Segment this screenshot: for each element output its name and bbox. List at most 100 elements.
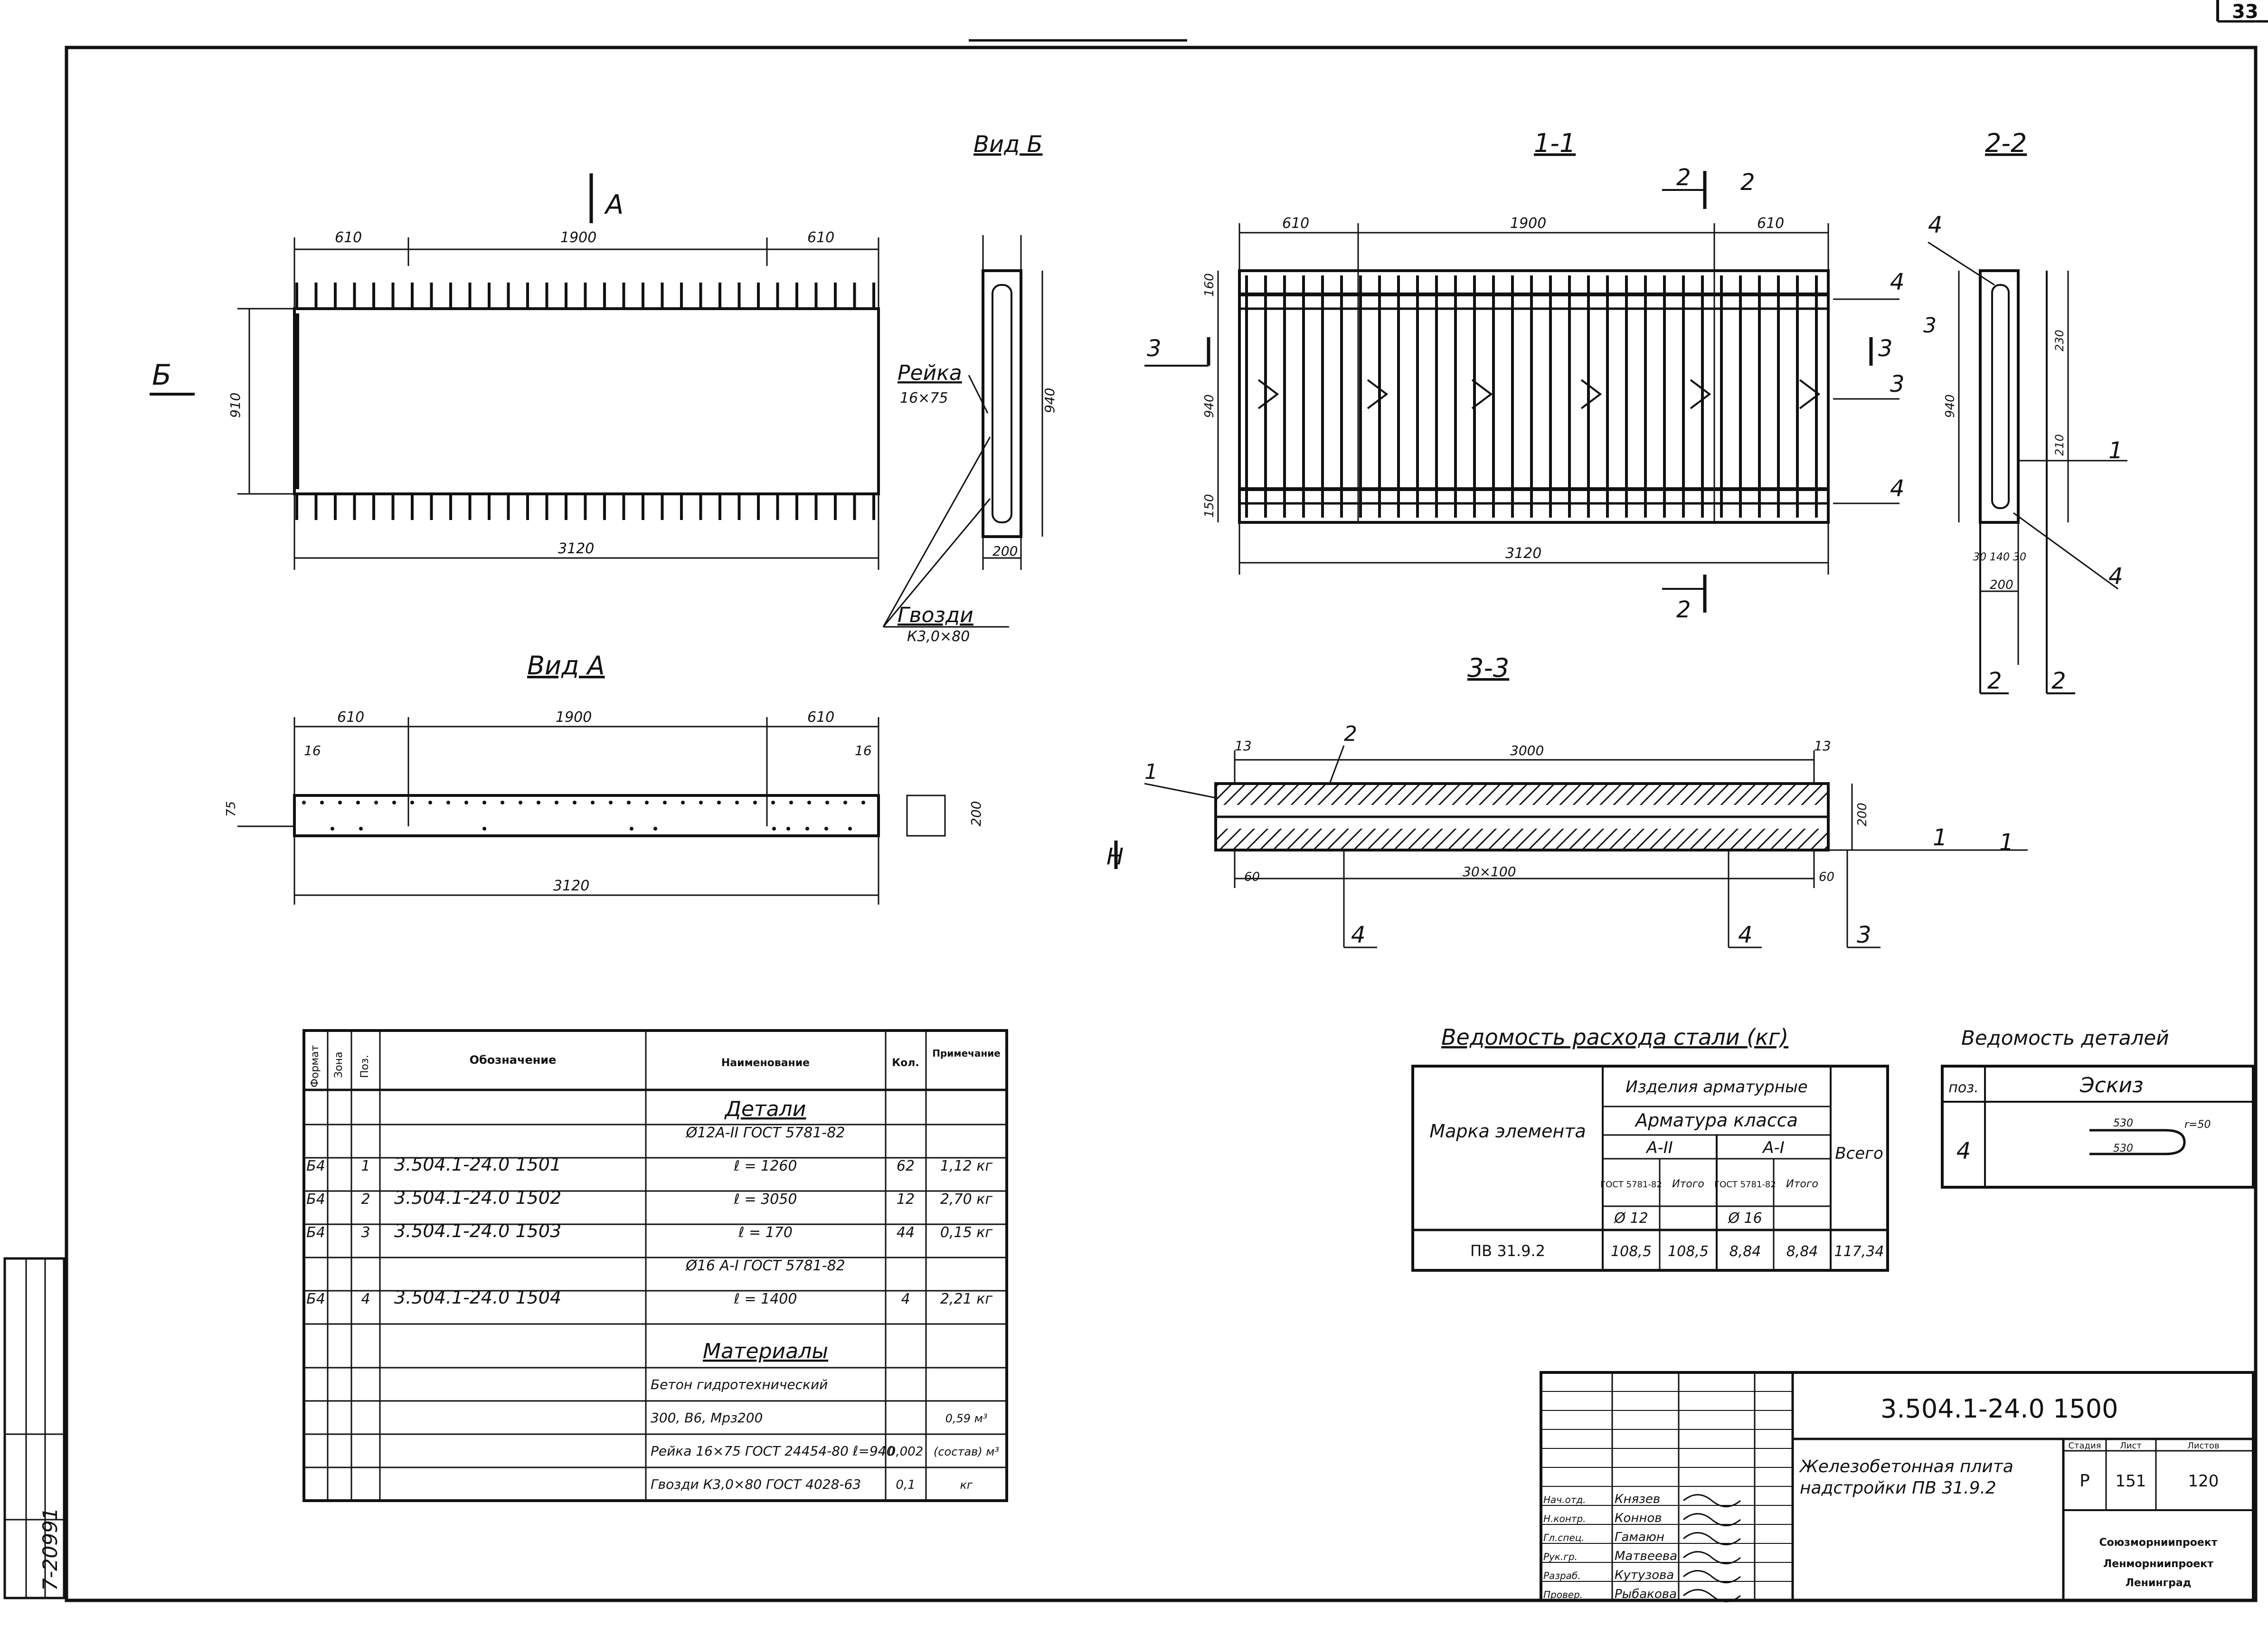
stamp-name: Князев [1615, 1492, 1660, 1506]
dim-200: 200 [1855, 803, 1870, 826]
callout-1: 1 [1999, 829, 2014, 856]
callout-1: 1 [1144, 760, 1158, 784]
rebar-dot [392, 801, 396, 804]
callout-1: 1 [2108, 437, 2123, 464]
rebar-dot [410, 801, 414, 804]
spec-cell-des: 3.504.1-24.0 1501 [394, 1154, 561, 1175]
rebar-dot [482, 801, 486, 804]
stamp-name: Матвеева [1615, 1549, 1677, 1563]
hdr-itogo-a1: Итого [1786, 1178, 1818, 1190]
mat-qty: 0,1 [896, 1478, 915, 1492]
callout-2: 2 [1344, 722, 1357, 746]
dim-210: 210 [2053, 434, 2066, 456]
gost-a1: ГОСТ 5781-82 [1714, 1180, 1776, 1190]
spec-cell-fmt: Б4 [306, 1158, 325, 1174]
rebar-dot [771, 801, 775, 804]
inventory-number: 7-20991 [38, 1508, 62, 1591]
rebar-dot [446, 801, 450, 804]
section-2-2: 2-2 200 30 140 30 940 230 210 4 3 1 4 2 … [1923, 128, 2127, 694]
doc-code: 3.504.1-24.0 1500 [1881, 1394, 2118, 1424]
row-v3: 8,84 [1729, 1243, 1761, 1260]
mat-name: Рейка 16×75 ГОСТ 24454-80 ℓ=940 [651, 1443, 895, 1459]
dim-60: 60 [1819, 870, 1834, 884]
rebar-dot [663, 801, 667, 804]
rebar-dot [699, 801, 703, 804]
dim-3120: 3120 [1505, 545, 1541, 562]
label-reika: Рейка [898, 361, 962, 385]
view-a-title: Вид А [527, 651, 605, 681]
hdr-designation: Обозначение [470, 1053, 557, 1067]
org-3: Ленинград [2126, 1577, 2192, 1589]
spec-cell-fmt: Б4 [306, 1224, 325, 1241]
spec-cell-name: Ø12А-ІІ ГОСТ 5781-82 [685, 1125, 845, 1141]
hdr-zone: Зона [333, 1052, 345, 1078]
steel-table: Ведомость расхода стали (кг) Марка элеме… [1411, 1024, 1889, 1272]
callout-4: 4 [1738, 922, 1753, 948]
spec-cell-pos: 2 [361, 1191, 370, 1208]
detail-dim-r50: r=50 [2184, 1119, 2211, 1131]
spec-cell-name: Ø16 А-І ГОСТ 5781-82 [685, 1258, 845, 1274]
dim-13: 13 [1814, 738, 1831, 754]
dim-160: 160 [1202, 273, 1217, 297]
dim-75: 75 [224, 801, 238, 817]
dia-12: Ø 12 [1613, 1210, 1648, 1227]
rebar-dot [753, 801, 757, 804]
rebar-dot [482, 827, 486, 831]
gost-a2: ГОСТ 5781-82 [1600, 1180, 1662, 1190]
rebar-dot [501, 801, 504, 804]
mat-qty: 0,002 [888, 1445, 923, 1459]
spec-cell-fmt: Б4 [306, 1291, 325, 1307]
callout-4: 4 [1928, 212, 1943, 238]
section-3-3-title: 3-3 [1467, 653, 1509, 683]
label-reika-size: 16×75 [900, 390, 948, 407]
rebar-dot [555, 801, 558, 804]
rebar-dot [359, 827, 363, 831]
dim-610: 610 [807, 709, 834, 726]
rebar-dot [843, 801, 847, 804]
dim-16: 16 [304, 743, 321, 758]
spec-cell-pos: 1 [361, 1158, 370, 1174]
hdr-a2: А-ІІ [1645, 1138, 1673, 1157]
label-gvozdi-size: К3,0×80 [907, 628, 970, 645]
rebar-dot [302, 801, 306, 804]
row-v4: 8,84 [1786, 1243, 1818, 1260]
row-mark: ПВ 31.9.2 [1470, 1242, 1545, 1260]
hdr-format: Формат [309, 1045, 321, 1088]
details-table: Ведомость деталей поз. Эскиз 4 530 530 r… [1941, 1026, 2255, 1189]
section-2-2-title: 2-2 [1985, 128, 2027, 158]
section-1-1: 1-1 610 1900 610 3120 160 940 150 3 3 [1144, 128, 1905, 623]
dim-60: 60 [1244, 870, 1260, 884]
cut-2-left: 2 [1987, 668, 2002, 694]
side-stamp: 7-20991 [3, 1257, 66, 1599]
signature [1683, 1532, 1741, 1545]
stage-value: Р [2079, 1471, 2090, 1491]
hdr-armatura: Арматура класса [1634, 1110, 1798, 1131]
dim-230: 230 [2053, 330, 2066, 351]
hdr-note: Примечание [932, 1048, 1001, 1059]
signature [1683, 1551, 1741, 1564]
dim-200: 200 [968, 801, 984, 826]
title-block: 3.504.1-24.0 1500 Железобетонная плита н… [1540, 1371, 2255, 1602]
dim-610: 610 [1757, 215, 1784, 232]
stamp-name: Гамаюн [1615, 1530, 1664, 1544]
spec-cell-des: 3.504.1-24.0 1503 [394, 1220, 561, 1241]
spec-cell-name: ℓ = 170 [738, 1224, 793, 1241]
dim-610: 610 [335, 229, 362, 246]
callout-1: 1 [1933, 824, 1947, 851]
spec-cell-pos: 4 [361, 1291, 370, 1307]
dim-150: 150 [1202, 494, 1217, 518]
rebar-dot [609, 801, 613, 804]
org-1: Союзморниипроект [2099, 1537, 2218, 1549]
rebar-dot [789, 801, 793, 804]
rebar-dot [772, 827, 776, 831]
callout-4: 4 [1351, 922, 1366, 948]
section-materials: Материалы [703, 1339, 828, 1363]
rebar-dot [848, 827, 852, 831]
doc-title-2: надстройки ПВ 31.9.2 [1800, 1478, 1996, 1498]
spec-cell-name: ℓ = 1400 [734, 1291, 797, 1307]
hdr-itogo-a2: Итого [1672, 1178, 1704, 1190]
stamp-role: Н.контр. [1543, 1513, 1586, 1524]
hdr-marka: Марка элемента [1429, 1121, 1586, 1142]
hdr-pos: Поз. [359, 1055, 371, 1078]
